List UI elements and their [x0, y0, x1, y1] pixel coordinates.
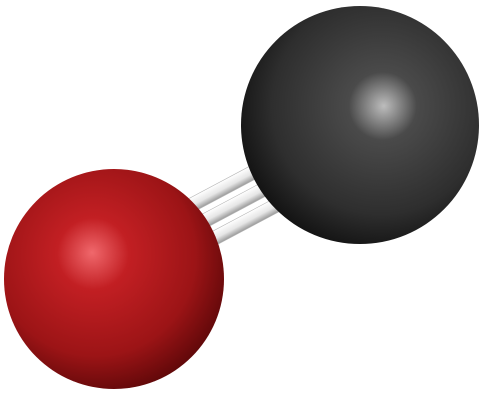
- oxygen-atom: [4, 169, 224, 389]
- carbon-atom: [241, 6, 479, 244]
